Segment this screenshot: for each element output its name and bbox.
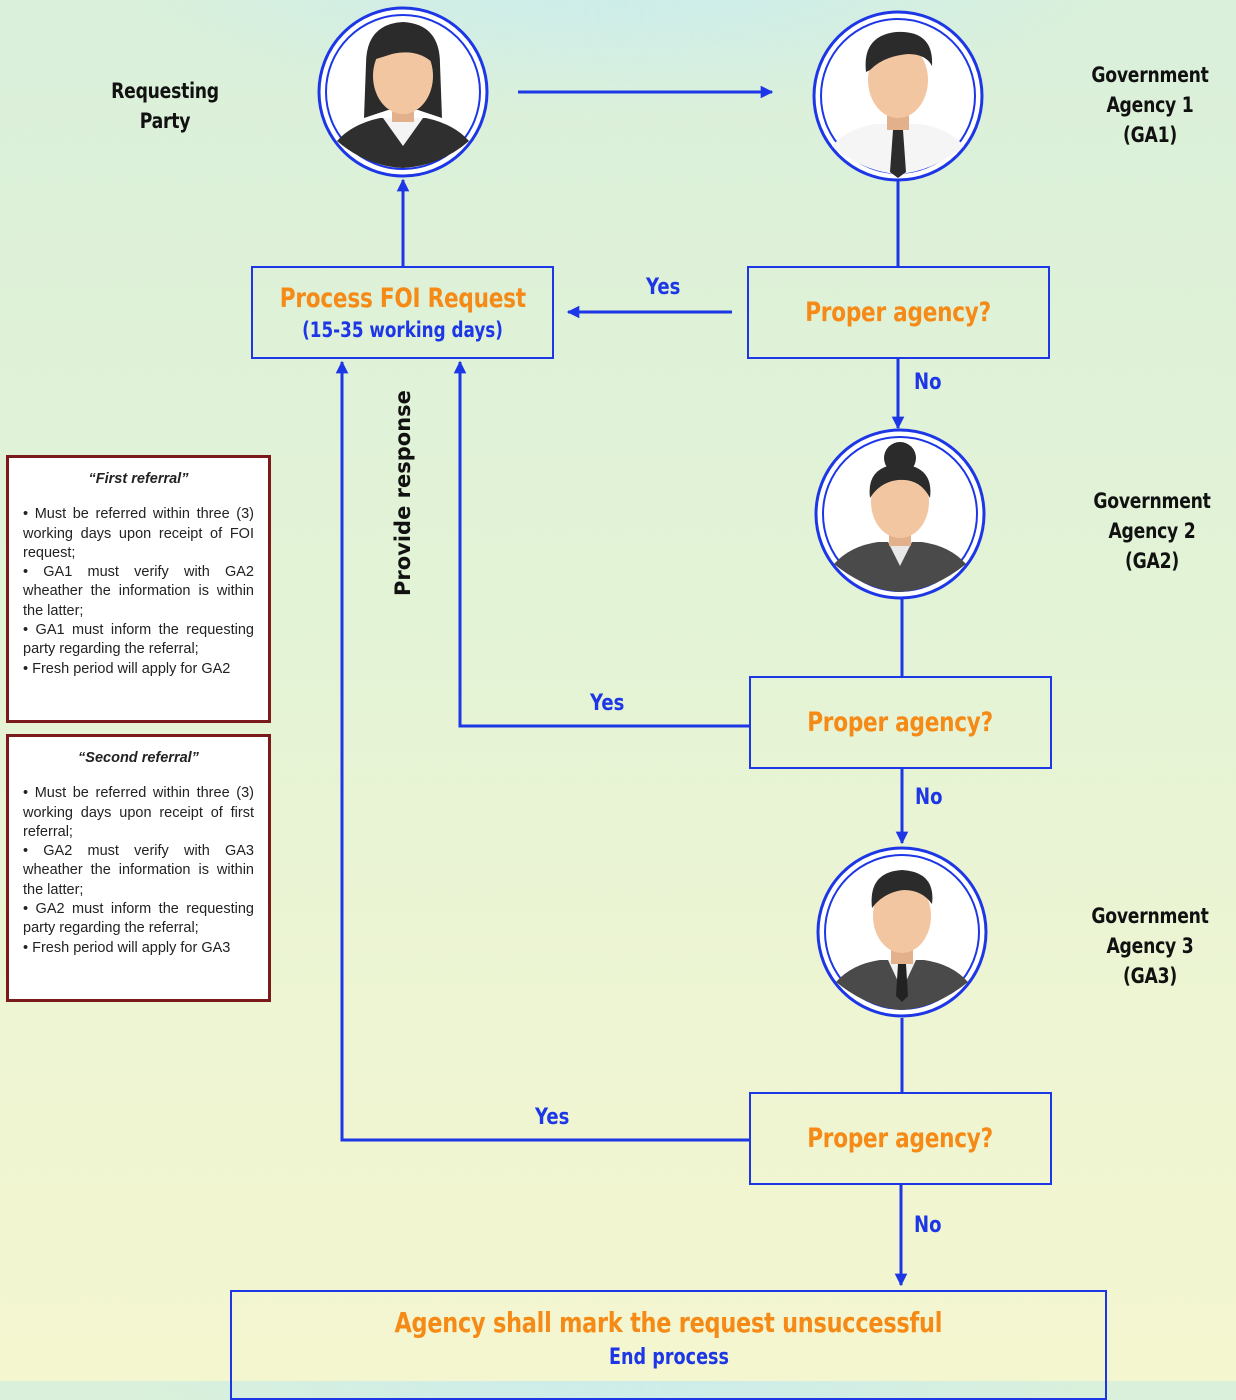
ga3-avatar-icon bbox=[816, 846, 988, 1018]
end-box: Agency shall mark the request unsuccessf… bbox=[230, 1290, 1107, 1400]
note-item: • Must be referred within three (3) work… bbox=[23, 785, 254, 840]
end-subtitle: End process bbox=[608, 1345, 729, 1370]
note-item: • Fresh period will apply for GA2 bbox=[23, 660, 231, 677]
provide-response-label: Provide response bbox=[391, 390, 415, 596]
yes-label-decision2: Yes bbox=[590, 691, 625, 716]
decision-box-ga1: Proper agency? bbox=[747, 266, 1050, 359]
no-label-decision2: No bbox=[915, 785, 943, 810]
second-referral-title: “Second referral” bbox=[78, 750, 199, 766]
decision-label: Proper agency? bbox=[807, 1123, 994, 1154]
yes-label-decision3: Yes bbox=[535, 1105, 570, 1130]
end-title: Agency shall mark the request unsuccessf… bbox=[394, 1306, 943, 1339]
note-item: • Must be referred within three (3) work… bbox=[23, 506, 254, 561]
second-referral-note: “Second referral” • Must be referred wit… bbox=[6, 734, 271, 1002]
note-item: • GA2 must verify with GA3 wheather the … bbox=[23, 843, 254, 898]
process-foi-request-box: Process FOI Request (15-35 working days) bbox=[251, 266, 554, 359]
connectors bbox=[335, 85, 909, 1287]
no-label-decision3: No bbox=[914, 1213, 942, 1238]
ga2-avatar-icon bbox=[814, 428, 986, 600]
note-item: • Fresh period will apply for GA3 bbox=[23, 939, 231, 956]
first-referral-title: “First referral” bbox=[88, 471, 189, 487]
no-label-decision1: No bbox=[914, 370, 942, 395]
process-title: Process FOI Request bbox=[279, 283, 526, 314]
process-subtitle: (15-35 working days) bbox=[302, 318, 503, 342]
arrow-decision3-yes bbox=[335, 360, 749, 1142]
decision-label: Proper agency? bbox=[805, 297, 992, 328]
arrow-decision2-yes bbox=[453, 360, 749, 728]
first-referral-note: “First referral” • Must be referred with… bbox=[6, 455, 271, 723]
decision-box-ga3: Proper agency? bbox=[749, 1092, 1052, 1185]
note-item: • GA1 must verify with GA2 wheather the … bbox=[23, 564, 254, 619]
yes-label-decision1: Yes bbox=[646, 275, 681, 300]
ga1-avatar-icon bbox=[812, 10, 984, 182]
decision-box-ga2: Proper agency? bbox=[749, 676, 1052, 769]
decision-label: Proper agency? bbox=[807, 707, 994, 738]
requesting-party-avatar-icon bbox=[317, 6, 489, 178]
note-item: • GA2 must inform the requesting party r… bbox=[23, 901, 254, 937]
note-item: • GA1 must inform the requesting party r… bbox=[23, 622, 254, 658]
